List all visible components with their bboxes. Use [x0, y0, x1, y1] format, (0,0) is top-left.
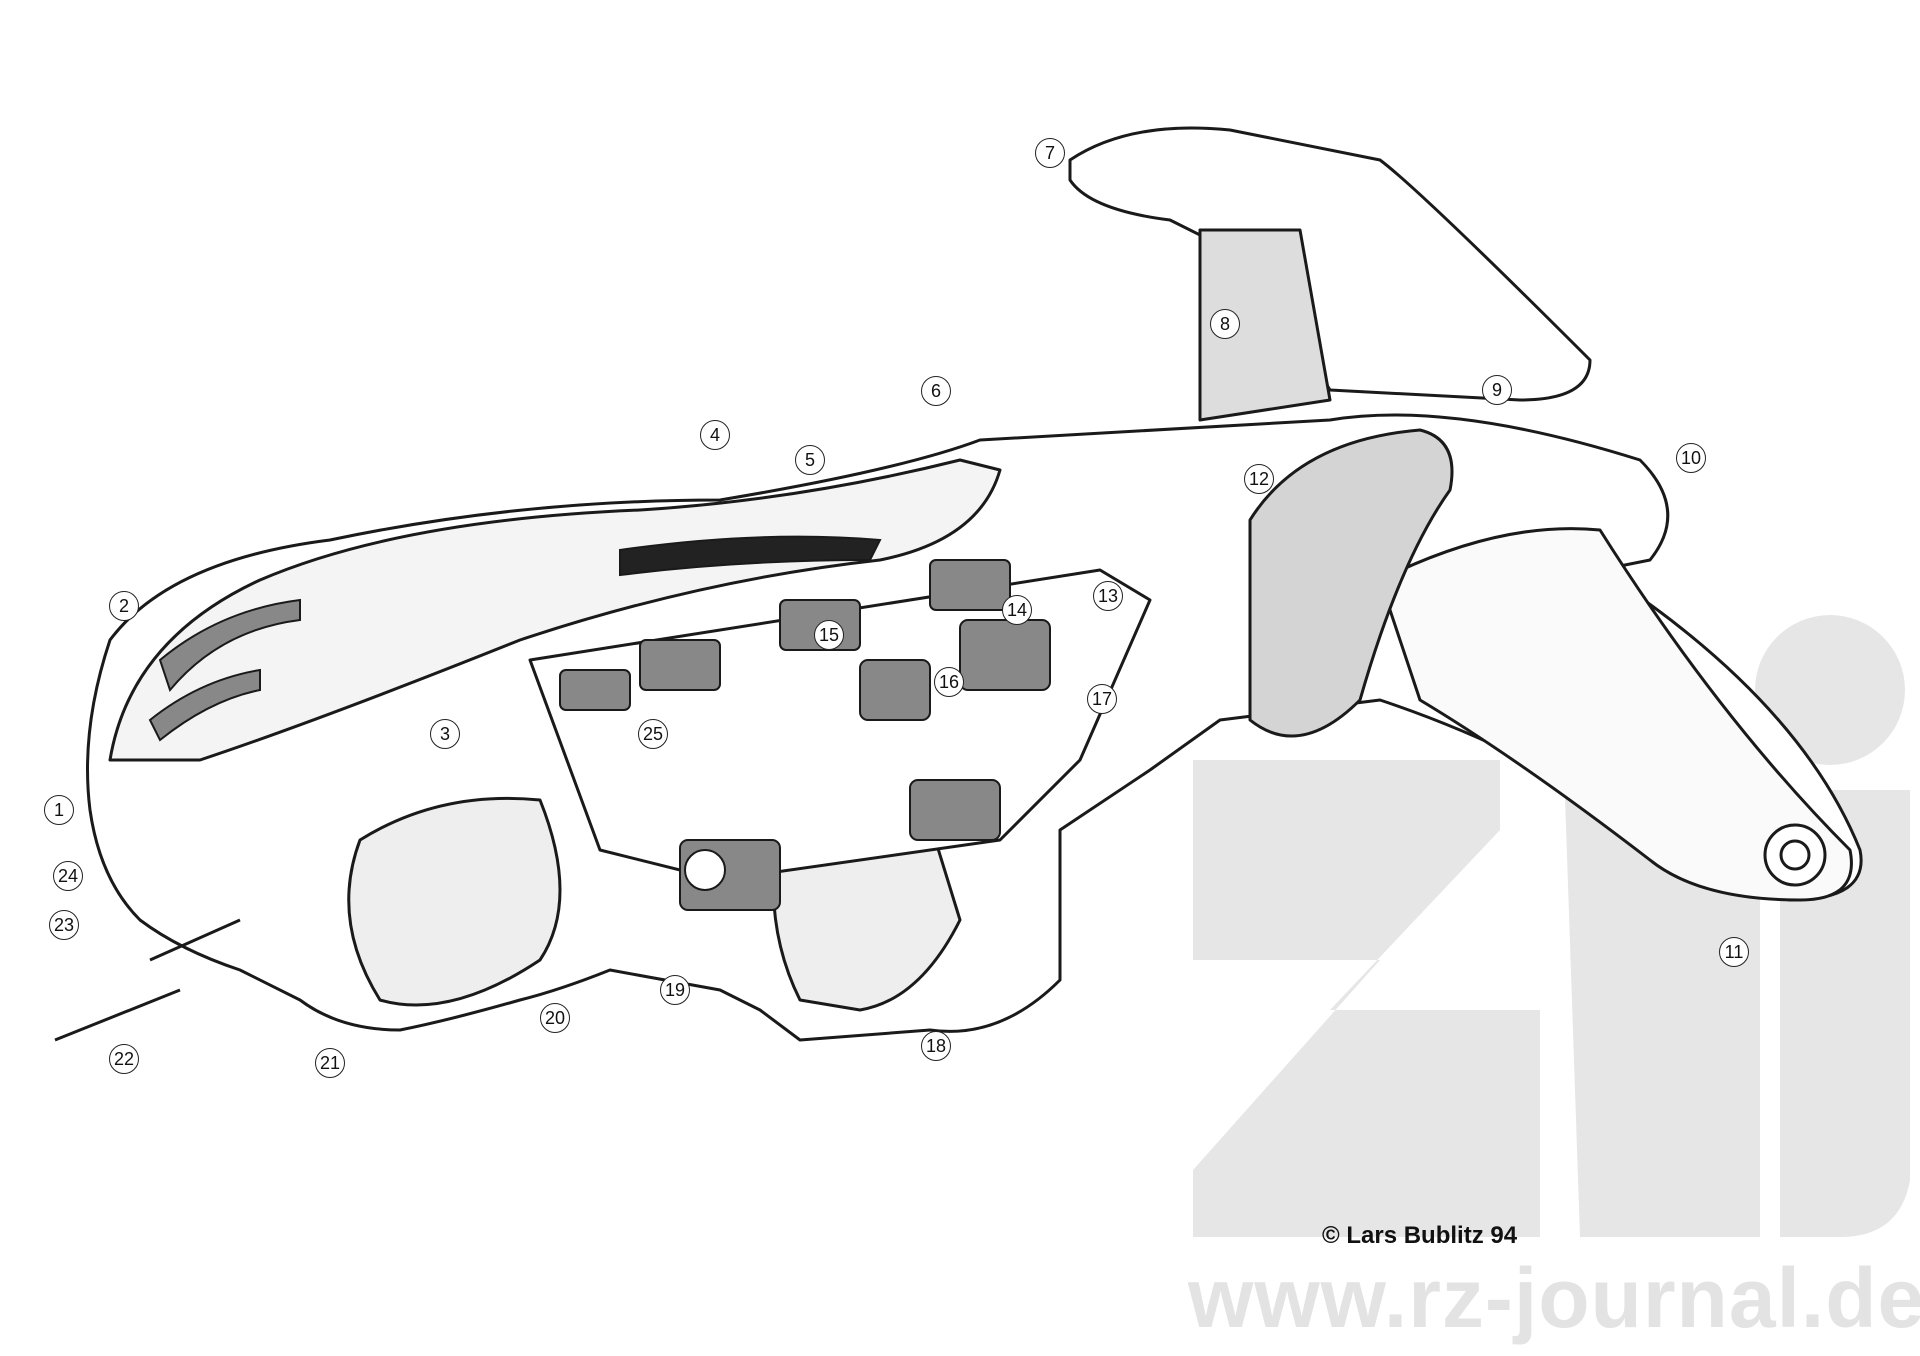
- callout-6: 6: [921, 376, 951, 406]
- callout-2: 2: [109, 591, 139, 621]
- callout-22: 22: [109, 1044, 139, 1074]
- callout-10: 10: [1676, 443, 1706, 473]
- callout-20: 20: [540, 1003, 570, 1033]
- callout-15: 15: [814, 620, 844, 650]
- callout-21: 21: [315, 1048, 345, 1078]
- callout-17: 17: [1087, 684, 1117, 714]
- callout-4: 4: [700, 420, 730, 450]
- callout-3: 3: [430, 719, 460, 749]
- callout-25: 25: [638, 719, 668, 749]
- watermark-url: www.rz-journal.de: [1188, 1251, 1920, 1345]
- callout-16: 16: [934, 667, 964, 697]
- callout-5: 5: [795, 445, 825, 475]
- callout-9: 9: [1482, 375, 1512, 405]
- callout-7: 7: [1035, 138, 1065, 168]
- copyright-notice: © Lars Bublitz 94: [1322, 1222, 1518, 1249]
- callout-12: 12: [1244, 464, 1274, 494]
- nose-guns: [54, 918, 241, 1042]
- callout-23: 23: [49, 910, 79, 940]
- callout-18: 18: [921, 1031, 951, 1061]
- ship-outline: [86, 126, 1863, 1042]
- callout-11: 11: [1719, 937, 1749, 967]
- callout-14: 14: [1002, 595, 1032, 625]
- callout-8: 8: [1210, 309, 1240, 339]
- callout-13: 13: [1093, 581, 1123, 611]
- callout-19: 19: [660, 975, 690, 1005]
- interior-detail: [148, 535, 1051, 911]
- callout-24: 24: [53, 861, 83, 891]
- callout-1: 1: [44, 795, 74, 825]
